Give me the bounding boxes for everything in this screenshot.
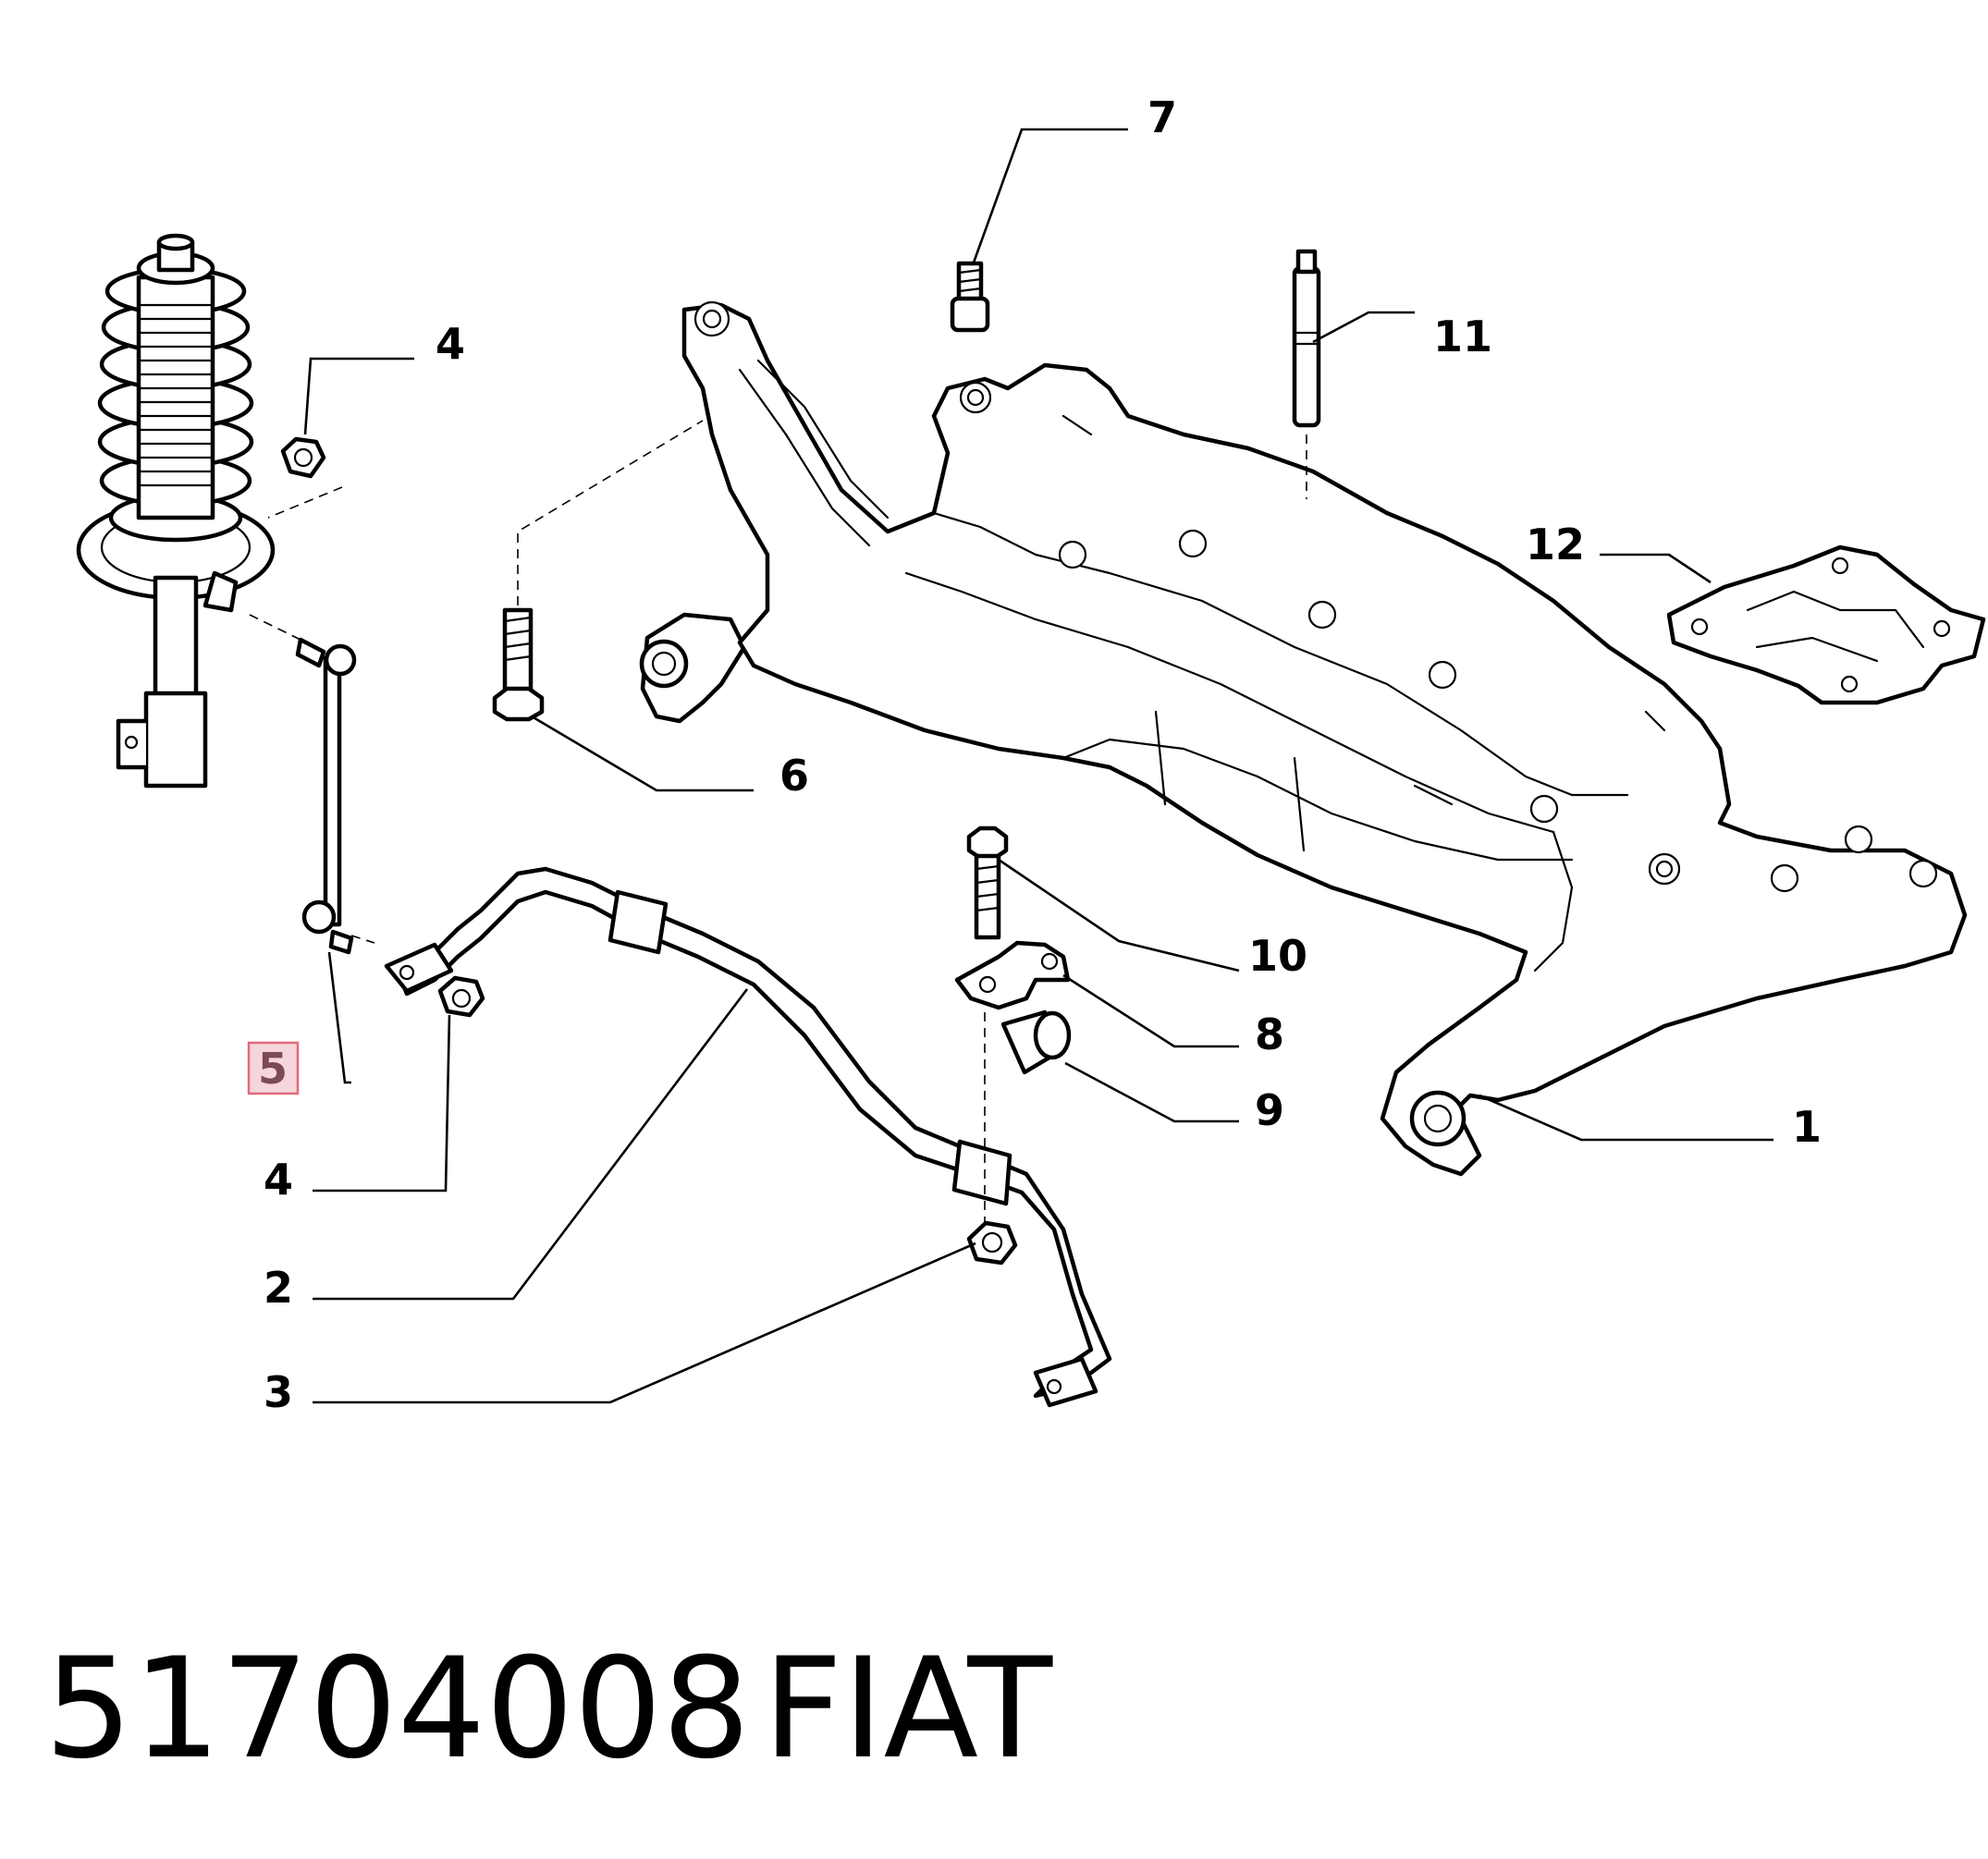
callout-11: 11 (1433, 312, 1492, 361)
brand-name: FIAT (763, 1629, 1053, 1790)
nut-3 (966, 1220, 1018, 1266)
callout-9: 9 (1255, 1085, 1284, 1135)
callout-8: 8 (1255, 1009, 1284, 1059)
callout-4-lower: 4 (264, 1155, 293, 1205)
nut-4-lower (437, 975, 485, 1018)
bolt-7 (950, 261, 990, 333)
subframe (639, 300, 1968, 1177)
callout-5: 5 (258, 1044, 288, 1094)
stabilizer-bar (384, 866, 1112, 1408)
strut-assembly (76, 233, 276, 789)
callout-3: 3 (264, 1367, 293, 1417)
callout-10: 10 (1248, 931, 1307, 981)
callout-6: 6 (779, 751, 809, 801)
callout-2: 2 (264, 1263, 293, 1313)
callouts: 7 4 11 12 6 10 8 9 1 5 4 2 3 (247, 92, 1822, 1417)
callout-12: 12 (1526, 520, 1585, 569)
bolt-10 (966, 826, 1009, 940)
stabilizer-link (295, 637, 357, 955)
stud-11 (1292, 249, 1321, 428)
assembly-guides (249, 420, 1307, 1229)
caption: 51704008 FIAT (44, 1629, 1053, 1790)
bushing-9 (1000, 1009, 1072, 1075)
bracket-8 (954, 940, 1071, 1010)
bolt-6 (492, 607, 545, 722)
highlight-box (247, 1041, 300, 1095)
callout-1: 1 (1792, 1102, 1822, 1152)
nut-4-upper (280, 436, 326, 479)
callout-4-upper: 4 (436, 319, 465, 369)
leader-lines (303, 128, 1773, 1404)
part-number: 51704008 (44, 1629, 750, 1790)
callout-7: 7 (1147, 92, 1177, 142)
callout-5-highlighted: 5 (247, 1041, 300, 1095)
bracket-12 (1666, 544, 1986, 705)
